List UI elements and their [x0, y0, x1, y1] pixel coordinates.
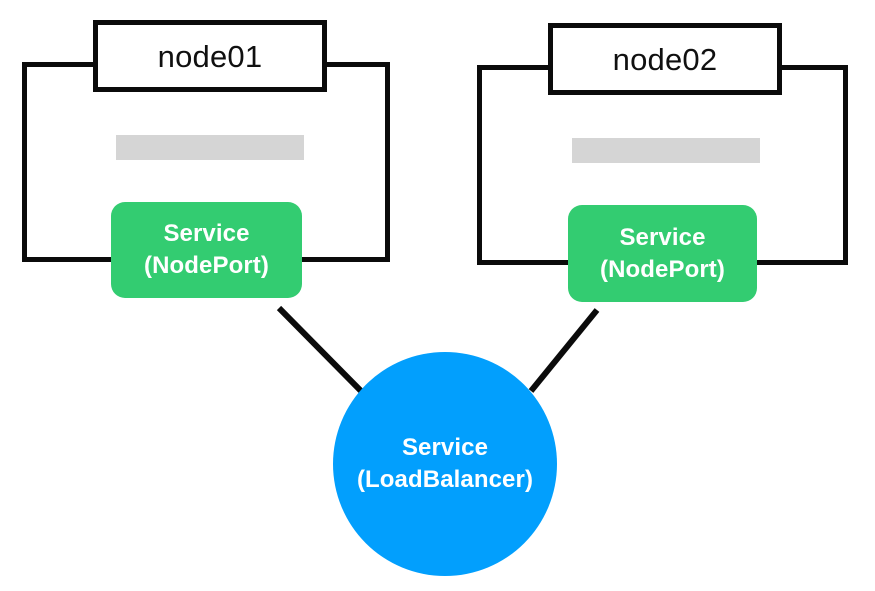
node01-title-box: node01: [93, 20, 327, 92]
node01-placeholder-bar: [116, 135, 304, 160]
node01-service-label-line1: Service: [163, 220, 250, 248]
connector-node01-to-loadbalancer: [276, 305, 364, 394]
node02-title-label: node02: [612, 41, 718, 77]
node02-service-label-line1: Service: [619, 223, 706, 251]
node01-service-nodeport[interactable]: Service (NodePort): [111, 202, 302, 298]
connector-node02-to-loadbalancer: [528, 308, 600, 393]
loadbalancer-label-line1: Service: [401, 434, 489, 462]
node01-title-label: node01: [157, 38, 263, 74]
loadbalancer-label-line2: (LoadBalancer): [356, 466, 534, 493]
node01-service-label-line2: (NodePort): [144, 252, 269, 279]
node02-service-nodeport[interactable]: Service (NodePort): [568, 205, 757, 302]
service-loadbalancer-circle[interactable]: Service (LoadBalancer): [333, 352, 557, 576]
node02-placeholder-bar: [572, 138, 760, 163]
node02-title-box: node02: [548, 23, 782, 95]
node02-service-label-line2: (NodePort): [600, 255, 725, 283]
